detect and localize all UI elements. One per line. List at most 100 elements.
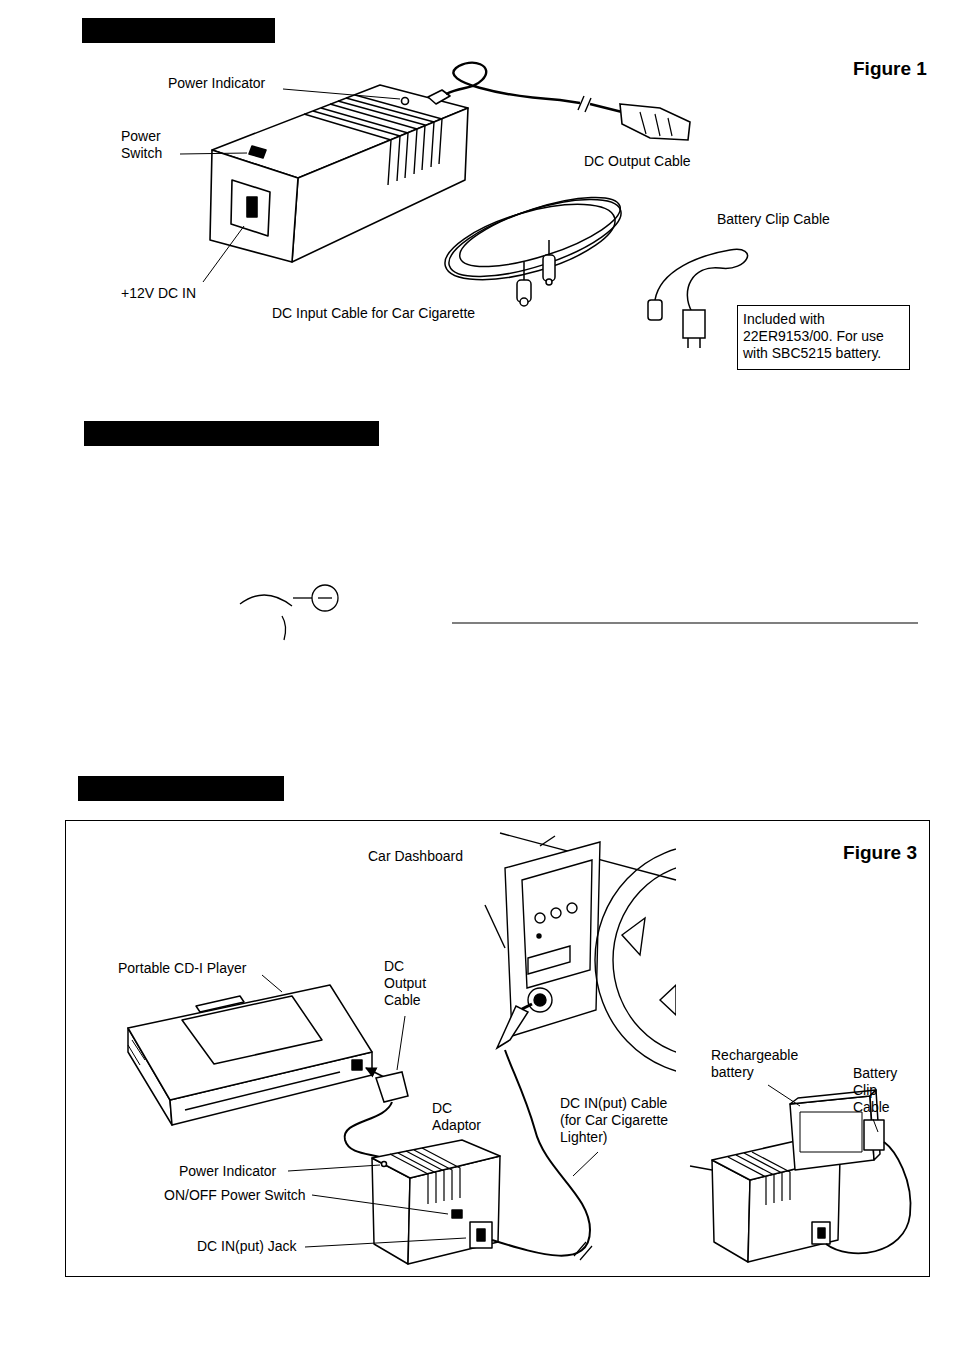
part-label: Battery Clip Cable — [717, 211, 830, 228]
dc-adaptor — [304, 95, 442, 185]
battery-clip-cable — [826, 1142, 911, 1253]
part-label: Power Switch — [121, 128, 176, 162]
car-dashboard — [537, 934, 541, 938]
dc-adaptor — [390, 1154, 428, 1204]
dc-adaptor — [428, 90, 450, 104]
ground-symbol — [312, 585, 338, 611]
part-label: ON/OFF Power Switch — [164, 1187, 306, 1204]
battery-clip-cable — [688, 338, 700, 348]
battery-adaptor — [728, 1152, 790, 1205]
part-label: Car Dashboard — [368, 848, 463, 865]
part-label: DC IN(put) Cable (for Car Cigarette Ligh… — [560, 1095, 690, 1146]
battery-adaptor — [744, 1153, 782, 1201]
part-label: DC Output Cable — [384, 958, 436, 1009]
leader-line — [180, 89, 400, 282]
dc-input-cable — [497, 1006, 528, 1048]
dc-input-cable — [492, 1050, 590, 1256]
note-text: Included with 22ER9153/00. For use with … — [743, 311, 904, 362]
part-label: Rechargeable battery — [711, 1047, 811, 1081]
battery-adaptor — [864, 1120, 884, 1150]
leader-line — [305, 1238, 466, 1247]
dc-input-cable — [520, 298, 528, 306]
cd-i-player — [196, 996, 244, 1012]
dc-adaptor — [402, 98, 409, 105]
cd-i-player — [352, 1060, 362, 1070]
dc-adaptor — [372, 1140, 500, 1178]
dc-adaptor — [249, 146, 266, 158]
dc-output-cable — [345, 1102, 392, 1162]
leader-line — [262, 975, 282, 992]
battery-adaptor — [818, 1228, 825, 1238]
car-dashboard — [485, 833, 815, 1075]
car-dashboard — [534, 994, 546, 1006]
leader-line — [873, 1119, 878, 1132]
dc-adaptor — [406, 1151, 444, 1201]
part-label: Battery Clip Cable — [853, 1065, 908, 1116]
car-dashboard — [522, 860, 592, 988]
dc-input-cable — [543, 255, 555, 281]
dc-input-cable — [437, 189, 623, 295]
dc-input-cable — [546, 279, 552, 285]
header-bar — [82, 18, 275, 43]
dc-output-cable — [640, 112, 672, 136]
leader-line — [180, 153, 247, 154]
dc-adaptor — [313, 111, 400, 181]
battery-adaptor — [812, 1222, 830, 1244]
dc-adaptor — [470, 1222, 492, 1248]
car-dashboard — [567, 903, 577, 913]
part-label: DC Adaptor — [432, 1100, 492, 1134]
battery-clip-cable — [648, 300, 662, 320]
battery-clip-cable — [683, 310, 705, 338]
dc-adaptor — [210, 150, 298, 262]
dc-output-cable — [590, 104, 622, 112]
note-box: Included with 22ER9153/00. For use with … — [737, 305, 910, 370]
car-dashboard — [595, 845, 676, 1075]
dc-adaptor — [231, 180, 270, 236]
cd-i-player — [185, 1072, 340, 1110]
dc-input-cable — [437, 183, 629, 306]
battery-clip-cable — [655, 249, 748, 312]
figure-number: Figure 1 — [853, 57, 927, 80]
dc-output-cable — [376, 1072, 408, 1102]
car-dashboard — [551, 908, 561, 918]
battery-adaptor — [752, 1152, 790, 1200]
dc-adaptor — [422, 1148, 460, 1198]
ground-symbol — [282, 616, 286, 640]
ground-symbol — [318, 597, 332, 598]
dc-adaptor — [452, 1210, 462, 1218]
dc-adaptor — [477, 1229, 485, 1241]
battery-adaptor — [690, 1090, 884, 1262]
dc-input-cable — [522, 1004, 532, 1009]
part-label: DC Output Cable — [584, 153, 691, 170]
dc-adaptor — [210, 85, 468, 262]
dc-adaptor — [355, 95, 442, 164]
car-dashboard — [613, 863, 676, 1057]
car-dashboard — [485, 905, 505, 948]
header-bar — [84, 421, 379, 446]
cd-i-player — [128, 1040, 145, 1065]
rule-line — [452, 622, 918, 623]
dc-adaptor — [372, 1140, 500, 1264]
ground-symbol — [240, 585, 338, 640]
leader-line — [768, 1085, 800, 1106]
dc-adaptor — [247, 197, 257, 217]
car-dashboard — [535, 913, 545, 923]
dc-adaptor — [382, 1162, 387, 1167]
dc-input-cable — [453, 183, 628, 281]
part-label: Portable CD-I Player — [118, 960, 246, 977]
figure-frame: Figure 3 — [65, 820, 930, 1277]
dc-adaptor — [390, 1148, 460, 1204]
dc-input-cable — [441, 184, 629, 293]
battery-adaptor — [690, 1166, 712, 1170]
battery-adaptor — [800, 1112, 862, 1152]
battery-clip-cable — [826, 1142, 911, 1253]
figure-number: Figure 3 — [843, 841, 917, 864]
cd-i-player — [182, 996, 322, 1064]
dc-input-cable — [574, 1242, 592, 1260]
leader-line — [288, 1165, 380, 1171]
dc-adaptor — [414, 1150, 452, 1200]
part-label: Power Indicator — [168, 75, 265, 92]
